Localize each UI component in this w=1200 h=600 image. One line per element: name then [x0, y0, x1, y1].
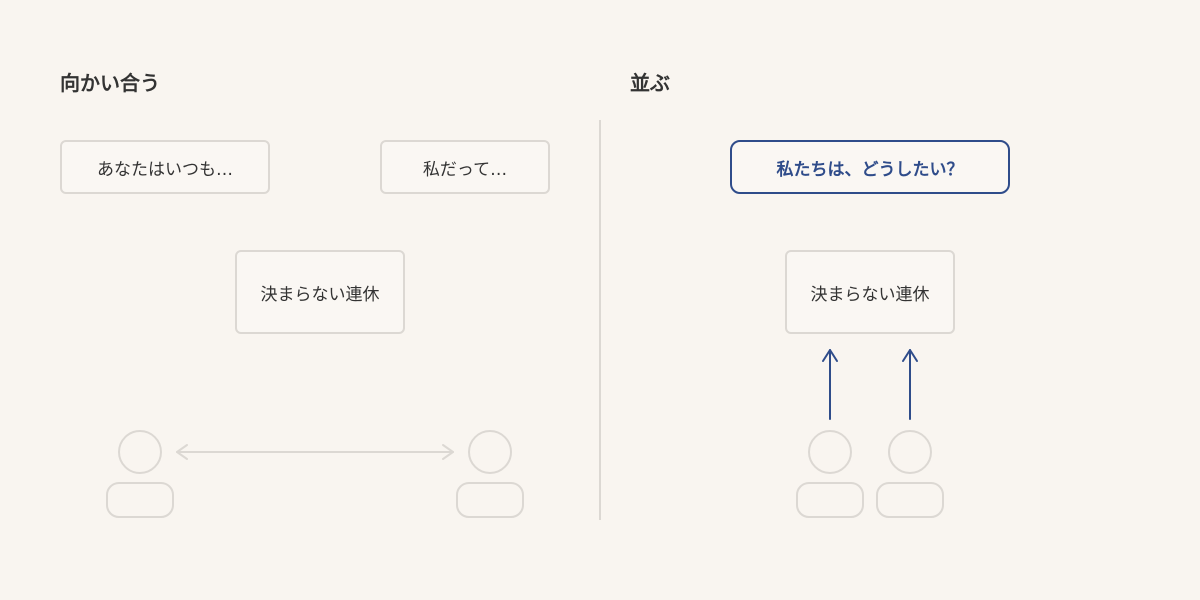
- left-panel-heading: 向かい合う: [60, 71, 160, 95]
- speech-box-left-text: あなたはいつも…: [97, 159, 233, 180]
- speech-box-right: 私だって…: [380, 140, 550, 194]
- speech-box-right-text: 私だって…: [422, 159, 508, 180]
- speech-box-left: あなたはいつも…: [60, 140, 270, 194]
- panel-divider: [599, 120, 601, 520]
- person-side-by-side-1: [796, 430, 864, 518]
- person-right-facing: [456, 430, 524, 518]
- person-body-icon: [876, 482, 944, 518]
- person-head-icon: [888, 430, 932, 474]
- topic-box-left-text: 決まらない連休: [260, 284, 380, 305]
- up-arrow-icon: [902, 349, 918, 420]
- double-arrow-icon: [176, 444, 454, 460]
- person-head-icon: [808, 430, 852, 474]
- person-head-icon: [118, 430, 162, 474]
- topic-box-left: 決まらない連休: [235, 250, 405, 334]
- shared-question-text: 私たちは、どうしたい？: [776, 159, 964, 180]
- person-body-icon: [456, 482, 524, 518]
- person-body-icon: [106, 482, 174, 518]
- right-panel-heading: 並ぶ: [630, 71, 670, 95]
- topic-box-right-text: 決まらない連休: [810, 284, 930, 305]
- up-arrow-icon: [822, 349, 838, 420]
- person-head-icon: [468, 430, 512, 474]
- person-left-facing: [106, 430, 174, 518]
- shared-question-box: 私たちは、どうしたい？: [730, 140, 1010, 194]
- person-body-icon: [796, 482, 864, 518]
- topic-box-right: 決まらない連休: [785, 250, 955, 334]
- person-side-by-side-2: [876, 430, 944, 518]
